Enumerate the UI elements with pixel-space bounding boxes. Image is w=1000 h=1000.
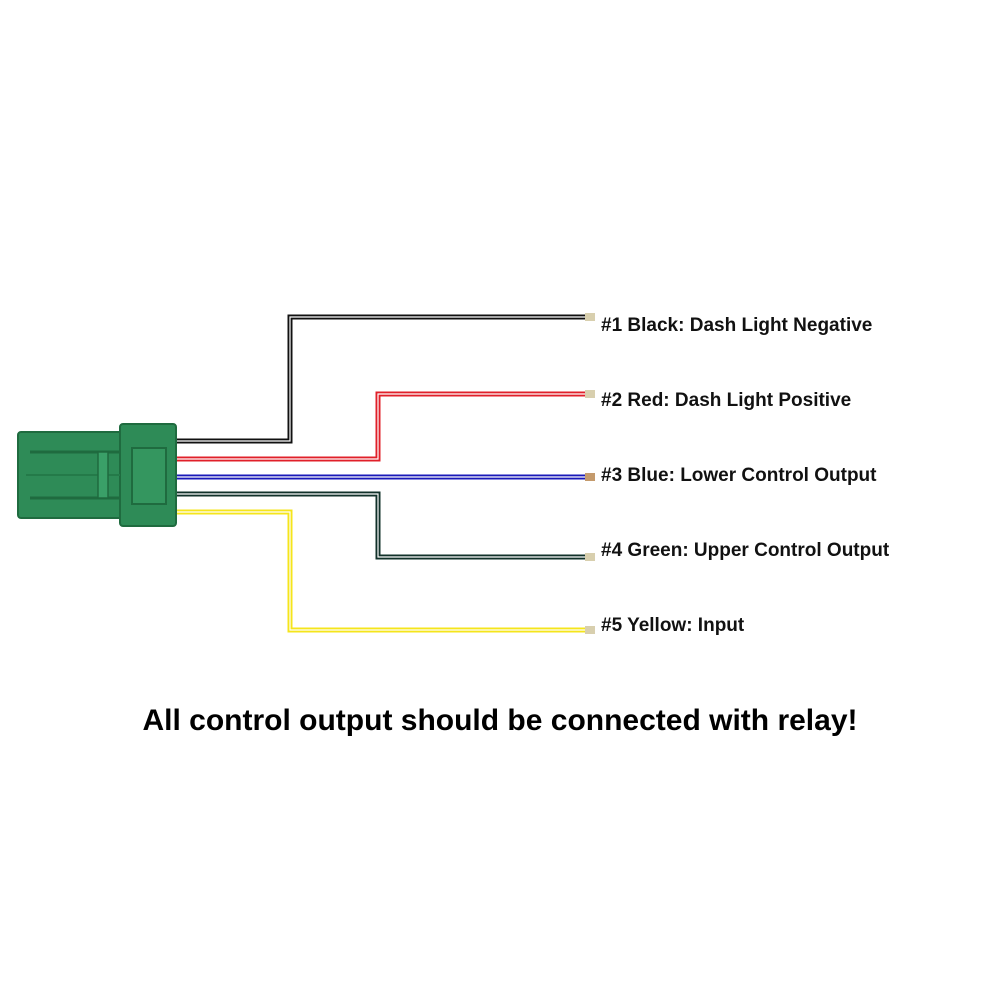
wire-label-black: #1 Black: Dash Light Negative (601, 315, 873, 336)
wire-group (172, 314, 585, 633)
wire-label-red: #2 Red: Dash Light Positive (601, 390, 852, 411)
wire-label-green: #4 Green: Upper Control Output (601, 540, 890, 561)
connector-latch (131, 447, 167, 505)
connector (17, 423, 177, 527)
wire-tips (585, 313, 595, 634)
wire-tip-5 (585, 626, 595, 634)
wire-tip-2 (585, 390, 595, 398)
relay-notice: All control output should be connected w… (142, 704, 858, 737)
wire-label-blue: #3 Blue: Lower Control Output (601, 465, 877, 486)
wire-tip-1 (585, 313, 595, 321)
wire-tip-4 (585, 553, 595, 561)
wire-tip-3 (585, 473, 595, 481)
wire-label-yellow: #5 Yellow: Input (601, 615, 745, 636)
